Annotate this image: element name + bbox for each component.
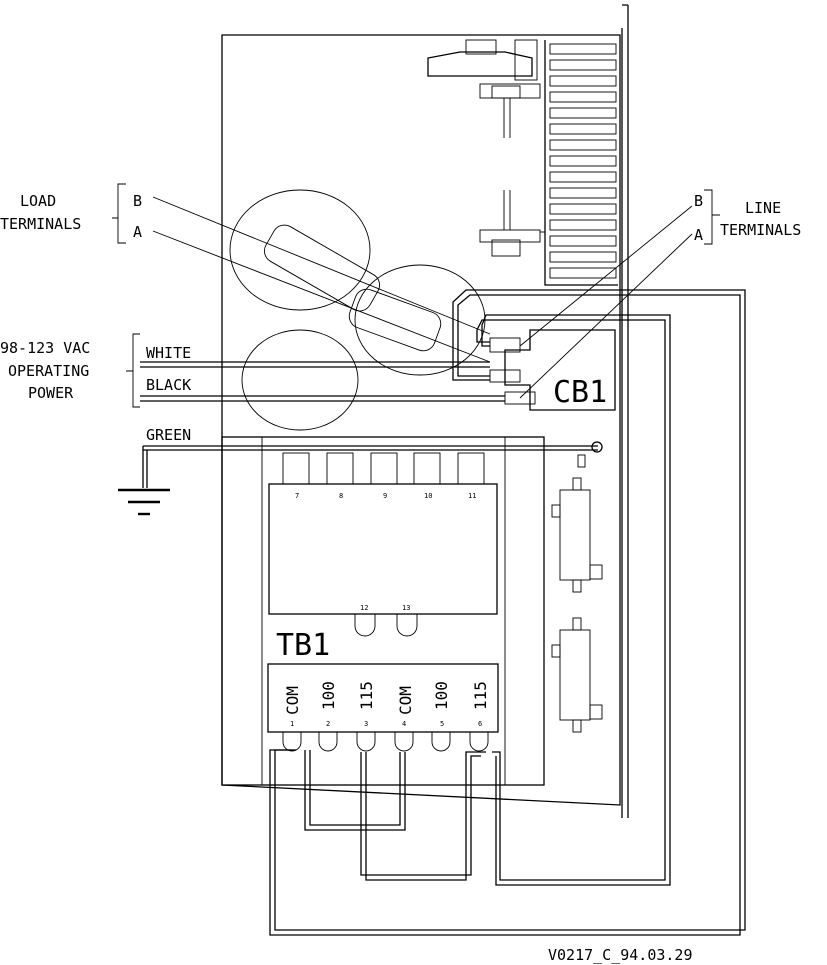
terminal-12: 12 [360,604,368,612]
load-terminals-label-line2: TERMINALS [0,215,81,233]
line-terminals-label-line2: TERMINALS [720,221,801,239]
circuit-breaker-cb1: CB1 [490,330,615,410]
terminal-4: 4 [402,720,406,728]
operating-power-label-line3: POWER [28,384,74,402]
leader-lines [153,197,692,398]
terminal-7: 7 [295,492,299,500]
terminal-11: 11 [468,492,476,500]
power-wires [140,362,505,401]
terminal-label-115-1: 115 [357,681,376,710]
terminal-3: 3 [364,720,368,728]
operating-power-label-line2: OPERATING [8,362,89,380]
terminal-6: 6 [478,720,482,728]
operating-power-label-line1: 98-123 VAC [0,339,90,357]
terminal-13: 13 [402,604,410,612]
load-b-label: B [133,192,142,210]
terminal-5: 5 [440,720,444,728]
tb1-label: TB1 [276,628,330,663]
transistor-assembly-lower [480,190,545,256]
tb1-board: 7 8 9 10 11 12 13 TB1 COM 100 115 COM 10… [222,437,602,785]
terminal-8: 8 [339,492,343,500]
terminal-label-com-2: COM [396,686,415,715]
drawing-code: V0217_C_94.03.29 [548,946,693,964]
terminal-label-com-1: COM [283,686,302,715]
heat-sink [545,40,618,285]
terminal-2: 2 [326,720,330,728]
terminal-10: 10 [424,492,432,500]
terminal-9: 9 [383,492,387,500]
white-wire-label: WHITE [146,344,191,362]
toroid-coils [230,190,485,430]
black-wire-label: BLACK [146,376,191,394]
terminal-label-115-2: 115 [471,681,490,710]
terminal-1: 1 [290,720,294,728]
green-wire-label: GREEN [146,426,191,444]
terminal-label-100-1: 100 [319,681,338,710]
cb1-label: CB1 [553,375,607,410]
line-b-label: B [694,192,703,210]
load-terminals-label-line1: LOAD [20,192,56,210]
transistor-assembly-upper [428,40,540,138]
line-terminals-label-line1: LINE [745,199,781,217]
load-a-label: A [133,223,142,241]
terminal-label-100-2: 100 [432,681,451,710]
line-a-label: A [694,226,703,244]
